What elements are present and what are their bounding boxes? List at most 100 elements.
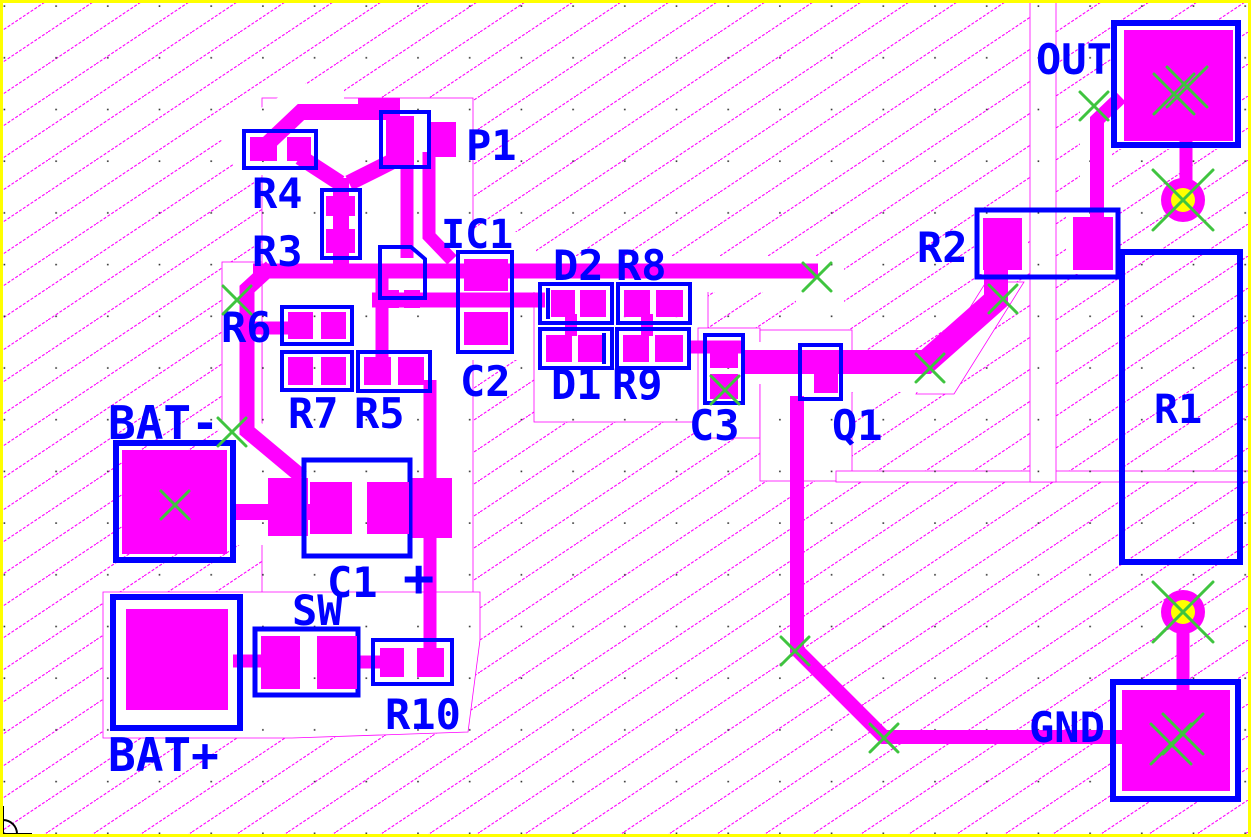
cathode-bar [602, 333, 606, 364]
pad[interactable] [367, 482, 409, 534]
pad[interactable] [321, 312, 346, 339]
pad[interactable] [261, 636, 300, 689]
label-P1[interactable]: P1 [466, 121, 517, 170]
trace-q1-gnd[interactable] [790, 396, 1124, 744]
label-R2[interactable]: R2 [917, 223, 968, 272]
pad[interactable] [326, 229, 355, 253]
pad[interactable] [655, 335, 683, 362]
pad[interactable] [546, 335, 572, 362]
pad[interactable] [287, 137, 311, 161]
pad[interactable] [1073, 217, 1113, 270]
silkscreen-labels: P1 R4 R3 IC1 C2 D2 R8 D1 R9 R6 R7 R5 C3 … [108, 35, 1202, 782]
x-marker [1078, 90, 1110, 122]
label-plus-marker[interactable]: + [403, 549, 434, 609]
component-R10[interactable] [371, 638, 454, 686]
label-R4[interactable]: R4 [252, 169, 303, 218]
component-C2[interactable] [456, 250, 514, 354]
pad[interactable] [310, 482, 352, 534]
component-R2[interactable] [974, 207, 1121, 280]
label-IC1[interactable]: IC1 [441, 212, 513, 258]
pad[interactable] [288, 312, 313, 339]
label-Q1[interactable]: Q1 [832, 401, 883, 450]
label-C1[interactable]: C1 [327, 558, 378, 607]
label-R9[interactable]: R9 [612, 360, 663, 409]
label-OUT[interactable]: OUT [1036, 35, 1112, 84]
component-R5[interactable] [356, 350, 432, 393]
trace-left-loop[interactable] [239, 261, 307, 483]
component-R1[interactable] [1119, 249, 1243, 565]
component-C1[interactable] [301, 457, 413, 559]
label-SW[interactable]: SW [292, 586, 343, 635]
component-SW[interactable] [252, 626, 361, 698]
label-R5[interactable]: R5 [354, 389, 405, 438]
pad[interactable] [710, 341, 738, 368]
label-GND[interactable]: GND [1029, 703, 1105, 752]
x-marker [1161, 712, 1205, 756]
pad[interactable] [250, 137, 277, 161]
pad[interactable] [578, 335, 602, 362]
pad-BAT-minus[interactable] [113, 440, 236, 563]
component-P1[interactable] [358, 98, 456, 169]
label-R7[interactable]: R7 [288, 389, 339, 438]
pad[interactable] [814, 353, 838, 393]
pad[interactable] [656, 290, 683, 317]
pad[interactable] [464, 259, 508, 291]
pad[interactable] [398, 357, 424, 385]
pad[interactable] [321, 357, 346, 385]
trace-batminus-junction[interactable] [268, 478, 308, 536]
label-BAT-plus[interactable]: BAT+ [108, 728, 219, 782]
x-marker [987, 283, 1019, 315]
pad[interactable] [386, 116, 414, 166]
pad[interactable] [580, 290, 606, 317]
x-marker [779, 635, 811, 667]
pad[interactable] [317, 636, 357, 689]
pad[interactable] [551, 290, 575, 317]
pad[interactable] [417, 648, 444, 677]
x-marker [868, 722, 900, 754]
component-D1[interactable] [538, 327, 614, 370]
pad[interactable] [380, 648, 404, 677]
component-R9[interactable] [615, 327, 691, 370]
pad[interactable] [326, 196, 355, 216]
x-marker-via [1151, 580, 1215, 644]
x-marker-via [1151, 168, 1215, 232]
component-R7[interactable] [280, 350, 354, 392]
component-IC1[interactable] [378, 245, 427, 308]
green-x-markers [159, 65, 1215, 766]
x-marker [159, 489, 191, 521]
trace-p1-col-right[interactable] [422, 152, 457, 265]
x-marker [221, 284, 253, 316]
label-D2[interactable]: D2 [553, 241, 604, 290]
components [110, 20, 1243, 802]
label-R1[interactable]: R1 [1154, 387, 1202, 433]
trace-c1-junction[interactable] [410, 478, 452, 538]
x-marker [216, 416, 248, 448]
pad[interactable] [288, 357, 313, 385]
pad[interactable] [623, 335, 649, 362]
x-marker [1152, 72, 1196, 116]
component-R8[interactable] [616, 282, 692, 325]
component-D2[interactable] [538, 282, 614, 325]
pad-BAT-plus[interactable] [110, 594, 243, 731]
pad-OUT[interactable] [1111, 20, 1241, 148]
pad[interactable] [464, 312, 508, 345]
x-marker [914, 352, 946, 384]
pad[interactable] [624, 290, 650, 317]
pad[interactable] [428, 122, 456, 157]
component-R4[interactable] [242, 129, 318, 170]
component-Q1[interactable] [798, 343, 843, 401]
pad[interactable] [983, 218, 1022, 270]
x-marker [801, 261, 833, 293]
component-R6[interactable] [280, 305, 354, 346]
label-R10[interactable]: R10 [385, 690, 461, 739]
label-D1[interactable]: D1 [551, 360, 602, 409]
label-C3[interactable]: C3 [689, 401, 740, 450]
label-R8[interactable]: R8 [616, 241, 667, 290]
label-C2[interactable]: C2 [460, 357, 511, 406]
component-R3[interactable] [320, 188, 362, 260]
label-R3[interactable]: R3 [252, 227, 303, 276]
label-BAT-minus[interactable]: BAT- [108, 396, 219, 450]
pad[interactable] [364, 357, 391, 385]
